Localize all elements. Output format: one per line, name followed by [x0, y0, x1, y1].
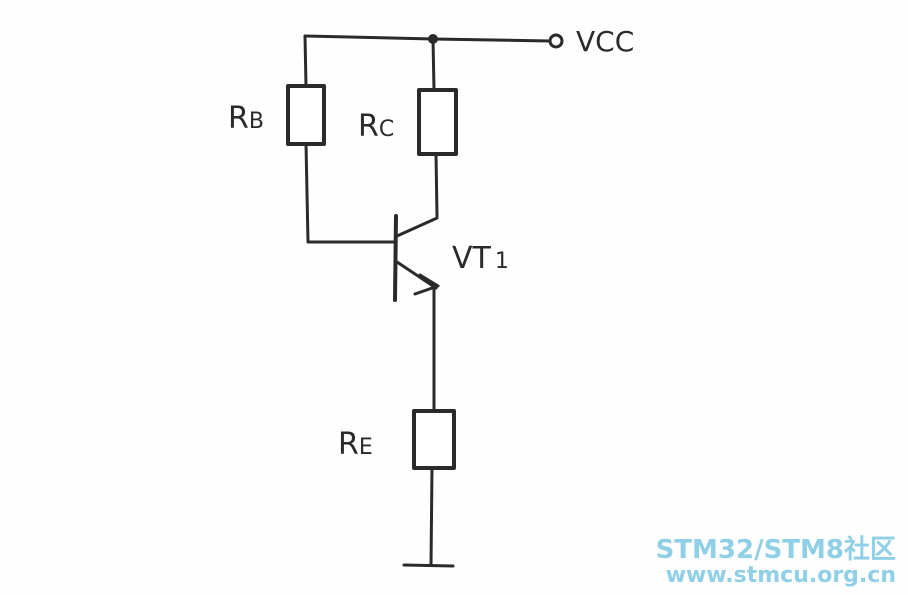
rb-bottom-wire: [304, 142, 397, 244]
watermark-title: STM32/STM8社区: [656, 534, 896, 565]
rb-top-wire: [303, 34, 308, 88]
vcc-terminal: [548, 33, 564, 49]
re-resistor: [412, 409, 456, 470]
label-rb: RB: [228, 101, 264, 136]
rc-top-wire: [431, 37, 436, 92]
rb-resistor: [286, 84, 326, 146]
transistor-base-bar: [393, 214, 398, 302]
label-re: RE: [338, 427, 373, 462]
transistor-emitter-lead: [395, 260, 438, 290]
watermark-url: www.stmcu.org.cn: [666, 563, 896, 588]
label-vcc: VCC: [576, 25, 634, 58]
rc-bottom-wire: [434, 152, 439, 218]
transistor-emitter-arrow: [413, 273, 440, 296]
ground-symbol: [402, 563, 455, 568]
transistor-collector-lead: [395, 216, 439, 238]
label-rc: RC: [358, 109, 394, 144]
re-bottom-wire: [429, 466, 434, 567]
rc-resistor: [417, 88, 458, 156]
top-rail-wire: [303, 34, 552, 43]
